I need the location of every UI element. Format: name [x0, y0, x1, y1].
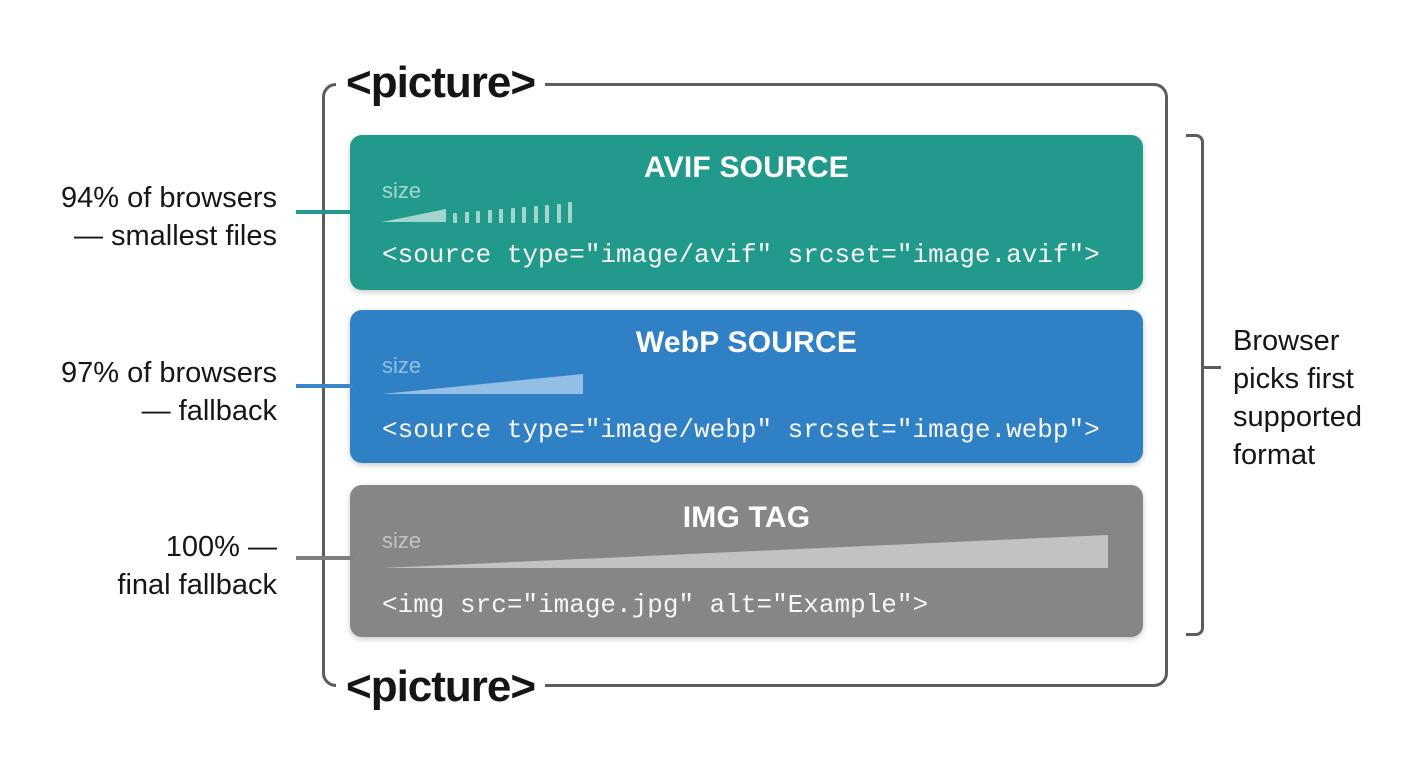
card-avif-source: AVIF SOURCE size <source type="image/avi… — [350, 135, 1143, 290]
file-size-wedge-icon — [382, 535, 1108, 568]
annotation-line: final fallback — [117, 569, 277, 601]
bracket-icon — [1186, 134, 1204, 636]
annotation-webp-support: 97% of browsers — fallback — [0, 354, 277, 430]
annotation-line: 97% of browsers — [61, 357, 277, 389]
card-title-avif: AVIF SOURCE — [644, 151, 849, 184]
bracket-note-line: format — [1233, 439, 1316, 471]
bracket-note-line: Browser — [1233, 325, 1340, 357]
annotation-line: — fallback — [141, 395, 277, 427]
annotation-line: 94% of browsers — [61, 182, 277, 214]
bracket-tick-icon — [1204, 366, 1221, 369]
card-title-webp: WebP SOURCE — [635, 326, 858, 359]
annotation-line: — smallest files — [73, 220, 277, 252]
card-img-tag: IMG TAG size <img src="image.jpg" alt="E… — [350, 485, 1143, 637]
annotation-img-support: 100% — final fallback — [0, 528, 277, 604]
file-size-ticks-icon — [453, 202, 572, 223]
source-avif-code: <source type="image/avif" srcset="image.… — [382, 240, 1100, 270]
img-tag-code: <img src="image.jpg" alt="Example"> — [382, 590, 929, 620]
file-size-wedge-icon — [382, 209, 446, 222]
bracket-note-line: picks first — [1233, 363, 1354, 395]
card-webp-source: WebP SOURCE size <source type="image/web… — [350, 310, 1143, 463]
connector-line-avif — [296, 210, 353, 214]
size-label: size — [382, 178, 422, 203]
bracket-note-line: supported — [1233, 401, 1362, 433]
annotation-avif-support: 94% of browsers — smallest files — [0, 179, 277, 255]
source-webp-code: <source type="image/webp" srcset="image.… — [382, 415, 1100, 445]
picture-close-tag: <picture> — [336, 662, 546, 712]
annotation-line: 100% — — [165, 531, 277, 563]
bracket-note: Browser picks first supported format — [1233, 322, 1362, 474]
size-label: size — [382, 528, 422, 553]
connector-line-webp — [296, 384, 353, 388]
card-title-img: IMG TAG — [682, 501, 811, 534]
connector-line-img — [296, 556, 353, 560]
size-label: size — [382, 353, 422, 378]
picture-open-tag: <picture> — [336, 58, 546, 108]
